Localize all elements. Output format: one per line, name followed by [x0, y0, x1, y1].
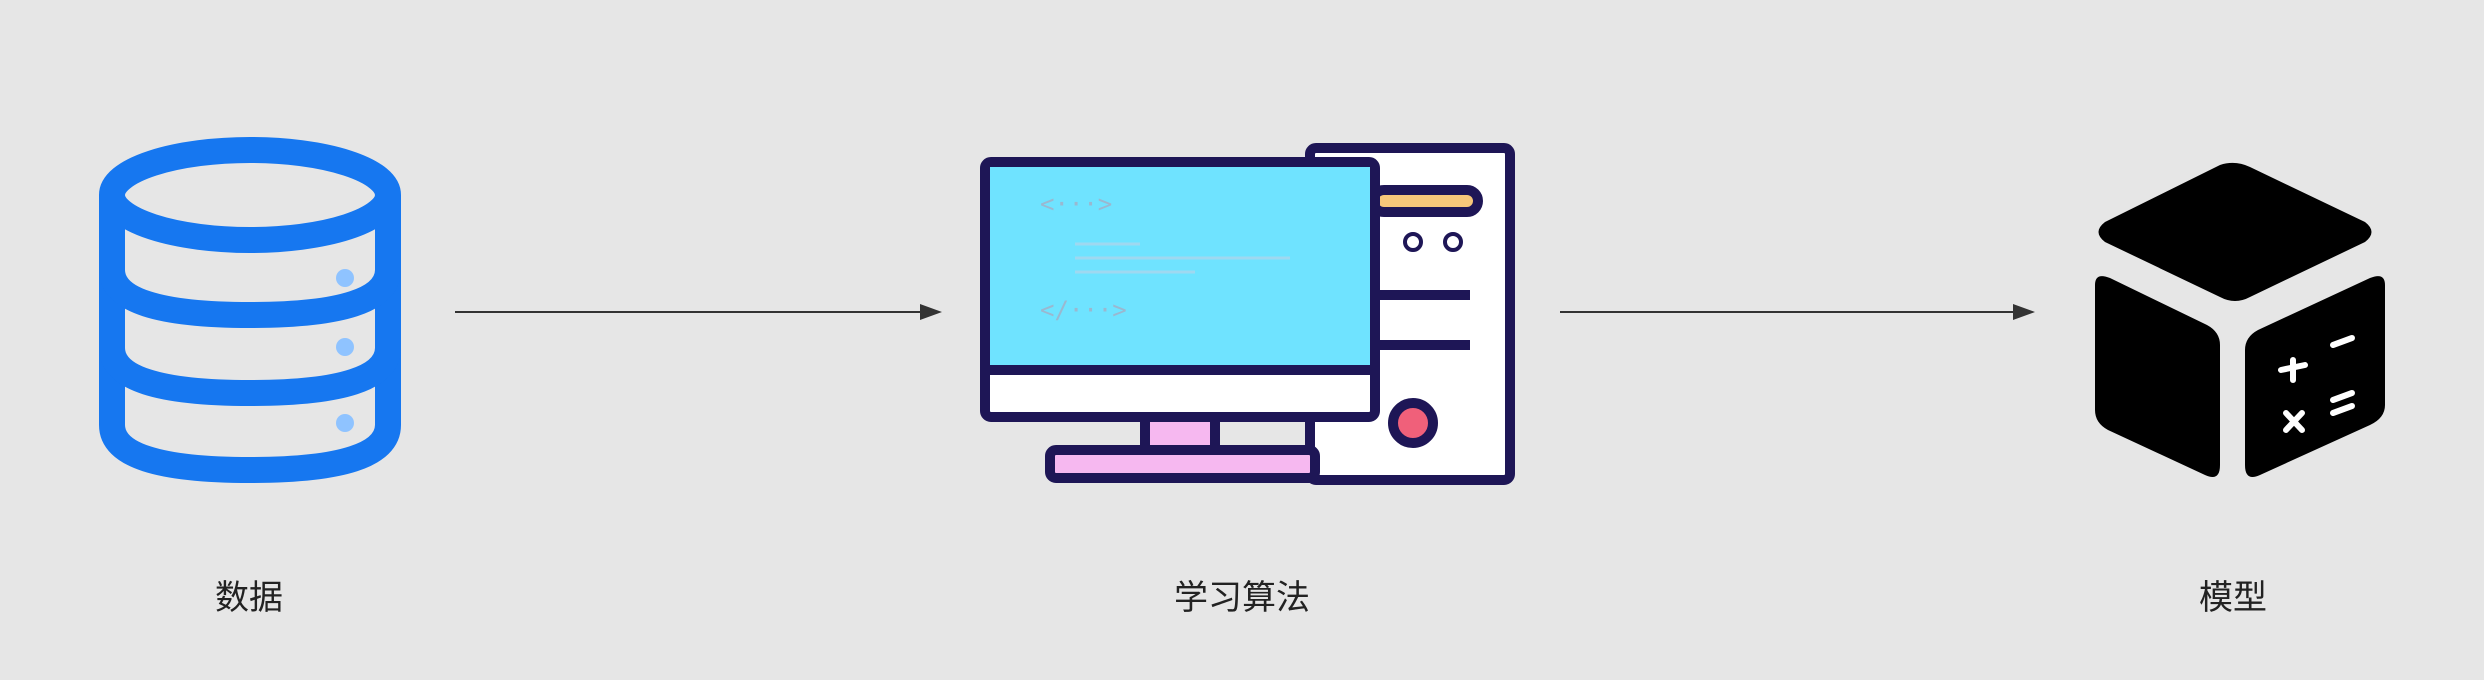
model-label: 模型: [2199, 578, 2267, 618]
svg-text:</···>: </···>: [1040, 296, 1127, 324]
algorithm-label: 学习算法: [1174, 578, 1310, 618]
database-dots: [336, 269, 354, 432]
code-lines: <···> </···>: [1040, 190, 1290, 324]
computer-icon: [980, 143, 1515, 485]
math-symbols: [2278, 335, 2355, 433]
arrow-algorithm-to-model: [1560, 304, 2035, 320]
svg-text:<···>: <···>: [1040, 190, 1112, 218]
model-cube-icon: [2095, 162, 2385, 478]
data-label: 数据: [215, 578, 283, 618]
database-icon: [99, 137, 401, 484]
arrow-data-to-algorithm: [455, 304, 942, 320]
